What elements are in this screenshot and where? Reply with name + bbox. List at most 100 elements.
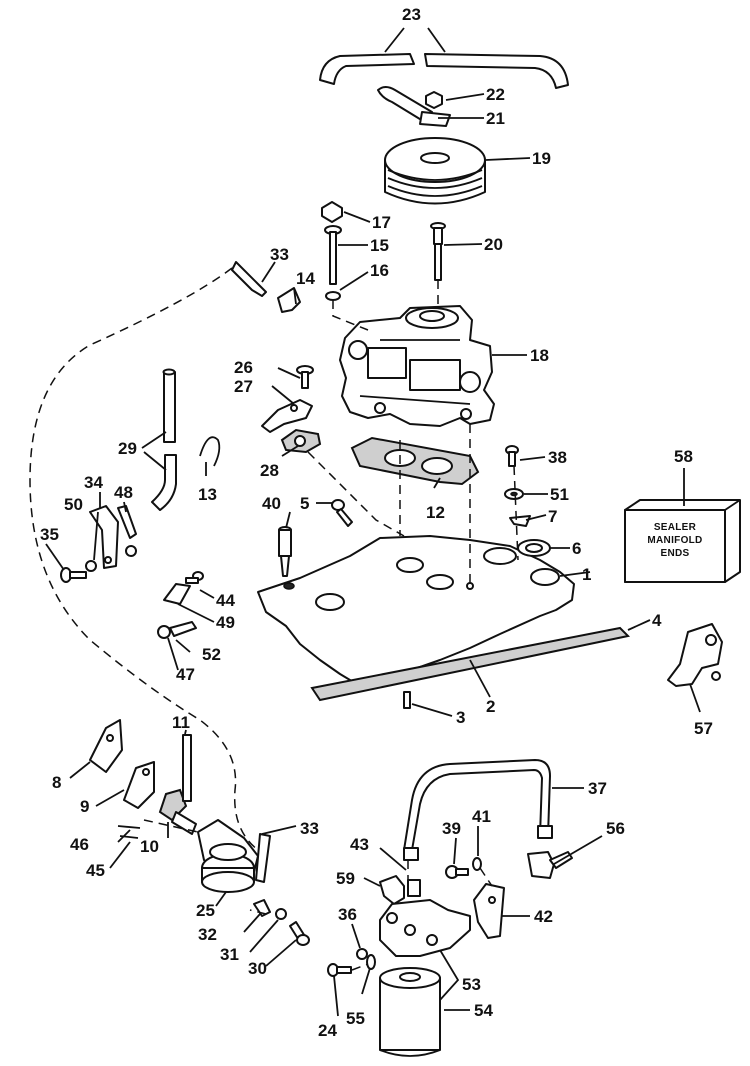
sealer-box-line3: ENDS	[661, 548, 690, 559]
plate-9	[123, 761, 155, 809]
callout-56: 56	[606, 819, 625, 838]
callout-57: 57	[694, 719, 713, 738]
alignment-dashed-lines	[143, 280, 519, 971]
callout-50: 50	[64, 495, 83, 514]
callout-33-top: 33	[270, 245, 289, 264]
callout-38: 38	[548, 448, 567, 467]
stud-20	[430, 222, 446, 281]
bolt-5	[331, 499, 353, 527]
callout-12: 12	[426, 503, 445, 522]
callout-53: 53	[462, 975, 481, 994]
washer-55	[366, 954, 376, 970]
nut-17	[321, 201, 343, 223]
oil-filter-54	[379, 967, 441, 1057]
callout-16: 16	[370, 261, 389, 280]
fitting-56	[527, 851, 573, 879]
washer-16	[325, 291, 341, 301]
callout-28: 28	[260, 461, 279, 480]
bracket-49	[163, 583, 191, 605]
callout-4: 4	[652, 611, 662, 630]
fitting-40	[278, 526, 292, 577]
callout-58: 58	[674, 447, 693, 466]
fuel-line-33-top	[231, 261, 267, 297]
screw-35	[60, 567, 87, 583]
callout-23: 23	[402, 5, 421, 24]
callout-32: 32	[198, 925, 217, 944]
fitting-43	[407, 879, 421, 897]
washer-50	[85, 560, 97, 572]
callout-26: 26	[234, 358, 253, 377]
callout-42: 42	[534, 907, 553, 926]
callout-37: 37	[588, 779, 607, 798]
callout-6: 6	[572, 539, 581, 558]
screw-44	[185, 571, 204, 584]
fuel-route-dashed-line	[29, 267, 259, 851]
fuel-line-33-bottom	[255, 833, 271, 883]
gasket-8	[89, 719, 123, 773]
nut-22	[425, 91, 443, 109]
callout-33-bottom: 33	[300, 819, 319, 838]
callout-20: 20	[484, 235, 503, 254]
screw-38	[505, 445, 519, 467]
callout-52: 52	[202, 645, 221, 664]
bracket-57	[667, 623, 723, 687]
callout-31: 31	[220, 945, 239, 964]
callout-46: 46	[70, 835, 89, 854]
callout-47: 47	[176, 665, 195, 684]
callout-30: 30	[248, 959, 267, 978]
callout-3: 3	[456, 708, 465, 727]
callout-11: 11	[172, 713, 190, 732]
callout-1: 1	[582, 565, 591, 584]
callout-14: 14	[296, 269, 315, 288]
clip-7	[509, 515, 531, 527]
callout-2: 2	[486, 697, 495, 716]
callout-35: 35	[40, 525, 59, 544]
hose-23	[319, 53, 569, 89]
callout-7: 7	[548, 507, 557, 526]
bolt-15	[324, 225, 342, 285]
carburetor-18	[339, 305, 495, 427]
bracket-27	[261, 399, 313, 433]
callout-25: 25	[196, 901, 215, 920]
callout-43: 43	[350, 835, 369, 854]
sealer-manifold-ends-box-58: SEALER MANIFOLD ENDS	[624, 499, 741, 583]
clamp-13	[199, 436, 221, 467]
fuel-line-37	[403, 759, 553, 861]
callout-59: 59	[336, 869, 355, 888]
intake-manifold-1	[257, 535, 575, 687]
callout-51: 51	[550, 485, 569, 504]
callout-5: 5	[300, 494, 309, 513]
callout-9: 9	[80, 797, 89, 816]
gasket-4	[310, 626, 631, 702]
stud-3	[403, 691, 411, 709]
screw-39	[445, 865, 469, 879]
callout-19: 19	[532, 149, 551, 168]
callout-27: 27	[234, 377, 253, 396]
callout-44: 44	[216, 591, 235, 610]
washer-36	[356, 948, 368, 960]
hose-29	[151, 368, 177, 511]
fuel-pump-25	[171, 811, 259, 893]
sealer-box-line2: MANIFOLD	[647, 535, 702, 546]
callout-48: 48	[114, 483, 133, 502]
bracket-42	[473, 883, 505, 939]
filter-adapter-53	[379, 899, 471, 957]
callout-36: 36	[338, 905, 357, 924]
bracket-52	[169, 621, 197, 637]
callout-34: 34	[84, 473, 103, 492]
callout-18: 18	[530, 346, 549, 365]
flame-arrestor-19	[384, 137, 486, 205]
gasket-12	[350, 436, 480, 486]
callout-17: 17	[372, 213, 391, 232]
washer-31	[275, 908, 287, 920]
washer-51	[504, 488, 524, 500]
bracket-48	[117, 505, 137, 557]
leader-lines	[45, 27, 701, 1017]
callout-40: 40	[262, 494, 281, 513]
sealer-box-line1: SEALER	[654, 522, 697, 533]
bolt-30	[289, 921, 310, 946]
callout-8: 8	[52, 773, 61, 792]
seal-ring-6	[517, 539, 551, 557]
gasket-28	[280, 428, 322, 454]
